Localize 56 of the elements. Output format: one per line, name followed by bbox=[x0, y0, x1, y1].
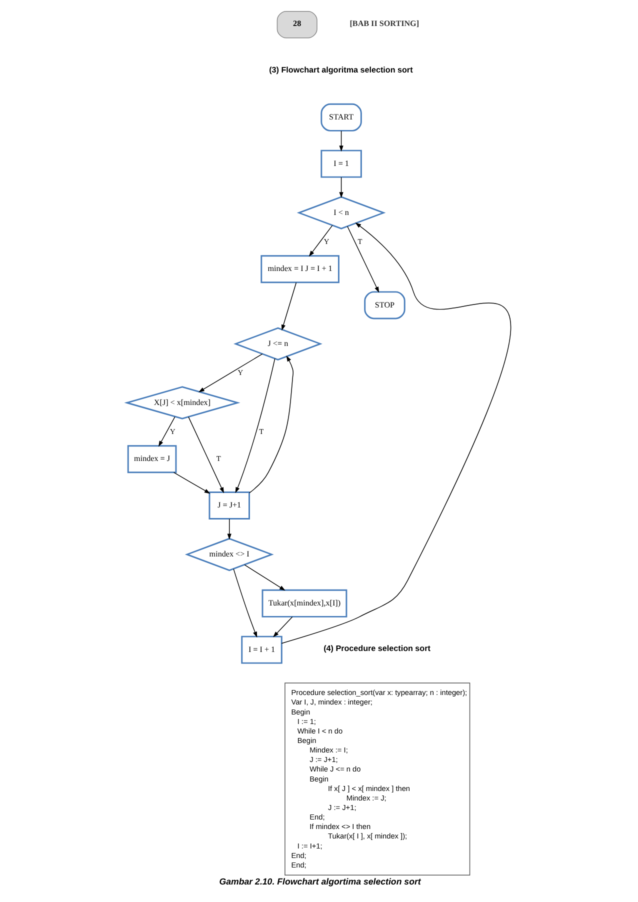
label: (4) Procedure selection sort bbox=[324, 644, 430, 654]
label: [BAB II SORTING] bbox=[350, 18, 420, 28]
label: If x[ J ] < x[ mindex ] then bbox=[328, 784, 410, 793]
arrow bbox=[249, 356, 294, 494]
label: J := J+1; bbox=[310, 755, 338, 764]
node-box: I = I + 1 bbox=[241, 636, 282, 664]
arrow bbox=[233, 568, 258, 638]
arrow bbox=[347, 226, 380, 293]
node-box: STOP bbox=[364, 291, 406, 320]
label: I := I+1; bbox=[297, 841, 322, 850]
label: Var I, J, mindex : integer; bbox=[291, 698, 372, 707]
label: While J <= n do bbox=[310, 764, 361, 774]
node-box: J = J+1 bbox=[208, 492, 250, 520]
arrow bbox=[244, 564, 286, 591]
label: Procedure selection_sort(var x: typearray; n : integer); bbox=[291, 688, 468, 698]
edge-label: T bbox=[358, 237, 362, 246]
label: J := J+1; bbox=[328, 802, 356, 812]
label: Mindex := I; bbox=[310, 746, 348, 755]
node-diamond: mindex <> I bbox=[184, 538, 274, 572]
arrow bbox=[281, 282, 297, 331]
label: End; bbox=[291, 850, 306, 860]
arrow bbox=[158, 416, 176, 447]
arrow bbox=[281, 222, 511, 644]
edge-label: Y bbox=[170, 427, 176, 436]
node-box: mindex = I J = I + 1 bbox=[260, 255, 340, 284]
arrow bbox=[273, 616, 293, 638]
arrow bbox=[308, 225, 333, 257]
arrow bbox=[173, 472, 210, 494]
arrow bbox=[198, 354, 263, 392]
node-box: Tukar(x[mindex],x[I]) bbox=[262, 589, 348, 618]
caption: Gambar 2.10. Flowchart algortima selection sort bbox=[219, 876, 421, 886]
label: (3) Flowchart algoritma selection sort bbox=[269, 65, 413, 74]
arrow bbox=[188, 416, 224, 494]
arrow bbox=[235, 358, 276, 494]
label: Begin bbox=[297, 736, 316, 745]
label: End; bbox=[291, 860, 306, 870]
node-box: I = 1 bbox=[320, 150, 362, 178]
label: Begin bbox=[291, 707, 310, 716]
edge-label: Y bbox=[324, 237, 330, 246]
label: Tukar(x[ I ], x[ mindex ]); bbox=[328, 832, 408, 841]
node-diamond: J <= n bbox=[234, 327, 322, 360]
edge-label: T bbox=[259, 427, 264, 436]
label: If mindex <> I then bbox=[310, 822, 371, 832]
node-box: mindex = J bbox=[127, 445, 177, 474]
edge-label: T bbox=[216, 454, 221, 463]
label: I := 1; bbox=[297, 716, 316, 726]
label: Mindex := J; bbox=[346, 793, 386, 802]
node-box: START bbox=[320, 103, 362, 132]
label: While I < n do bbox=[297, 726, 343, 736]
edge-label: Y bbox=[238, 368, 244, 378]
label: 28 bbox=[293, 18, 302, 28]
label: Begin bbox=[310, 774, 328, 784]
arrow bbox=[227, 518, 232, 540]
arrow bbox=[339, 176, 344, 198]
arrow bbox=[339, 130, 344, 152]
label: End; bbox=[310, 812, 325, 822]
